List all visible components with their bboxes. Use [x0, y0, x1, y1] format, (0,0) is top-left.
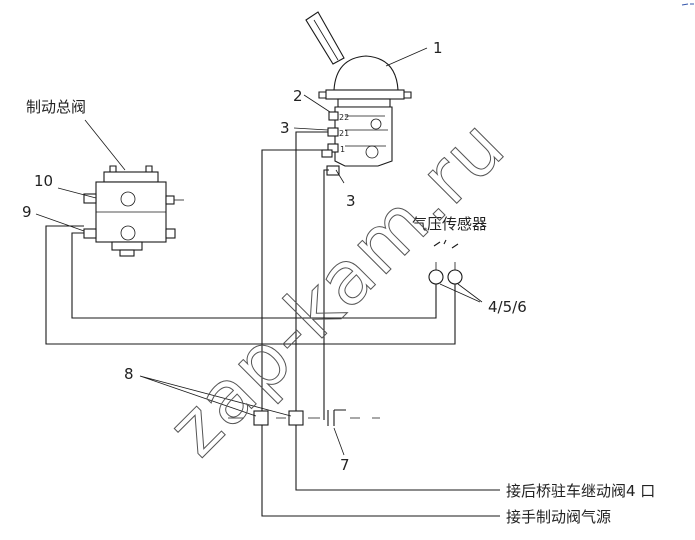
leader-3a	[293, 127, 329, 131]
corner-mark	[681, 3, 694, 6]
leader-8	[139, 375, 292, 417]
label-4-5-6: 4/5/6	[488, 298, 527, 316]
port-21-label: 21	[339, 129, 349, 138]
label-10: 10	[34, 172, 53, 190]
label-9: 9	[22, 203, 32, 221]
tee-fitting-a	[253, 410, 269, 426]
main-brake-valve-label: 制动总阀	[26, 98, 86, 116]
label-3b: 3	[346, 192, 356, 210]
leader-2	[303, 94, 331, 113]
leader-3b	[335, 169, 345, 184]
leader-9	[35, 213, 85, 232]
label-7: 7	[340, 456, 350, 474]
pressure-sensor-label: 气压传感器	[412, 215, 487, 233]
leader-10	[57, 187, 97, 199]
port-1-label: 1	[340, 145, 345, 154]
pipe-network	[45, 131, 500, 517]
port-22-label: 22	[339, 113, 349, 122]
rear-axle-relay-label: 接后桥驻车继动阀4 口	[506, 482, 655, 500]
label-2: 2	[293, 87, 303, 105]
main-brake-valve	[83, 165, 184, 257]
hand-brake-source-label: 接手制动阀气源	[506, 508, 611, 526]
leader-7	[333, 427, 345, 456]
plug-fitting	[327, 409, 346, 426]
leader-456	[439, 283, 483, 303]
fittings-row	[228, 409, 380, 426]
leader-1	[385, 47, 428, 67]
hand-brake-valve	[305, 11, 412, 176]
leader-main-valve	[84, 119, 126, 171]
label-8: 8	[124, 365, 134, 383]
label-3a: 3	[280, 119, 290, 137]
label-1: 1	[433, 39, 443, 57]
tee-fitting-b	[288, 410, 304, 426]
